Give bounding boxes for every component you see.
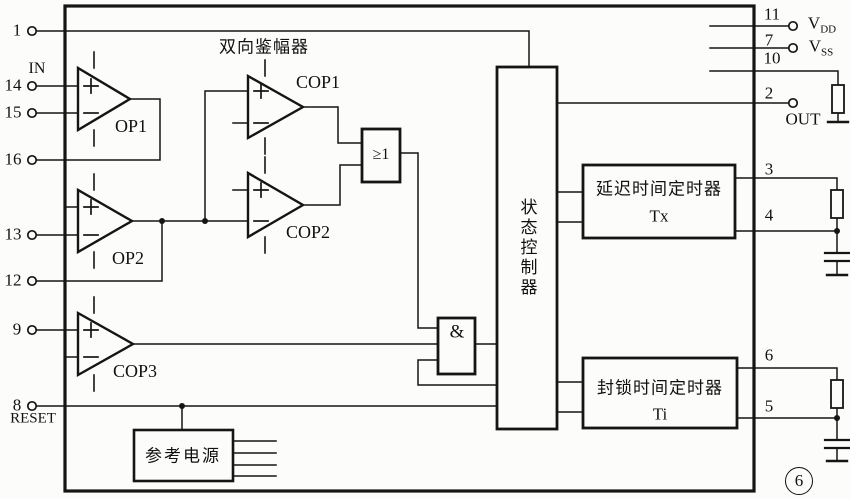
wire-pin12-op2-feedback xyxy=(35,220,163,282)
pin-number-6: 6 xyxy=(764,345,774,365)
pin-number-9: 9 xyxy=(12,319,22,339)
resistor-pin10-icon xyxy=(831,84,845,114)
pin12-terminal-icon xyxy=(26,275,38,287)
delay-timer-symbol: Tx xyxy=(649,206,669,226)
figure-number-badge: 6 xyxy=(785,467,813,495)
pin14-terminal-icon xyxy=(26,80,38,92)
wire-op2-to-cop1 xyxy=(204,90,249,222)
cop1-label: COP1 xyxy=(295,72,341,92)
vdd-label: VDD xyxy=(808,14,836,35)
function-blocks xyxy=(132,65,739,483)
vdd-base: V xyxy=(807,13,821,33)
cop1-bias-stubs xyxy=(232,59,266,155)
and-gate-box xyxy=(436,316,477,376)
pin9-terminal-icon xyxy=(26,324,38,336)
vss-sub: SS xyxy=(821,46,834,59)
pin-terminals xyxy=(26,20,799,412)
op1-label: OP1 xyxy=(114,116,148,136)
capacitor-tx-icon xyxy=(823,251,850,263)
pin2-terminal-icon xyxy=(787,97,799,109)
pin-number-15: 15 xyxy=(4,102,22,122)
wire-state-feedback-to-and xyxy=(417,359,498,386)
cop1-triangle-icon xyxy=(246,73,306,141)
reference-supply-box xyxy=(132,428,235,483)
left-pin-wires xyxy=(35,30,530,431)
lockout-timer-symbol: Ti xyxy=(652,404,668,424)
pin-number-8: 8 xyxy=(12,395,22,415)
pin7-terminal-icon xyxy=(787,42,799,54)
or-gate-box xyxy=(360,127,402,184)
section-label-amplitude-discriminator: 双向鉴幅器 xyxy=(219,37,309,57)
wire-pin10 xyxy=(709,70,839,86)
out-label: OUT xyxy=(785,109,821,129)
reference-supply-label: 参考电源 xyxy=(145,446,221,466)
wire-pin3 xyxy=(734,177,838,191)
in-label: IN xyxy=(28,60,46,77)
vss-base: V xyxy=(808,36,822,56)
lockout-timer-box xyxy=(581,356,739,430)
pin-number-3: 3 xyxy=(764,159,774,179)
bias-stubs xyxy=(93,51,266,392)
reference-output-stubs xyxy=(232,440,277,477)
lockout-timer-title: 封锁时间定时器 xyxy=(597,378,723,398)
ic-outline xyxy=(63,4,756,493)
junction-dots xyxy=(159,218,840,421)
state-controller-box xyxy=(495,65,559,431)
op2-plus-icon xyxy=(83,199,99,215)
op2-triangle-icon xyxy=(76,187,135,255)
op2-label: OP2 xyxy=(111,248,145,268)
delay-timer-title: 延迟时间定时器 xyxy=(596,179,722,199)
capacitor-ti-icon xyxy=(823,438,850,450)
wire-cop2-to-or xyxy=(302,164,363,206)
delay-timer-box xyxy=(581,163,737,240)
right-pin-wires xyxy=(556,25,850,463)
pin-number-12: 12 xyxy=(4,270,22,290)
cop2-bias-stubs xyxy=(232,156,266,254)
internal-wires xyxy=(131,90,498,386)
pin-number-5: 5 xyxy=(764,396,774,416)
pin-number-2: 2 xyxy=(764,83,774,103)
pin-number-14: 14 xyxy=(4,75,22,95)
pin15-terminal-icon xyxy=(26,107,38,119)
pin-number-13: 13 xyxy=(4,224,22,244)
pin-number-4: 4 xyxy=(764,205,774,225)
vss-label: VSS xyxy=(809,37,834,58)
or-gate-label: ≥1 xyxy=(372,146,390,163)
cop3-label: COP3 xyxy=(112,361,158,381)
wire-or-to-and xyxy=(399,152,439,329)
wire-pin6 xyxy=(736,367,838,381)
pin-number-11: 11 xyxy=(763,4,781,24)
cop2-plus-icon xyxy=(253,182,269,198)
cop2-label: COP2 xyxy=(285,222,331,242)
input-polarity-marks xyxy=(83,78,269,358)
wire-cop1-to-or xyxy=(302,106,363,144)
resistor-tx-icon xyxy=(830,189,844,219)
and-gate-label: & xyxy=(449,321,465,343)
vdd-sub: DD xyxy=(820,23,837,36)
cop3-plus-icon xyxy=(83,322,99,338)
resistors xyxy=(830,84,845,409)
pin1-terminal-icon xyxy=(26,25,38,37)
pin-number-7: 7 xyxy=(764,30,774,50)
wire-pin16-op1-feedback xyxy=(35,98,161,161)
pin11-terminal-icon xyxy=(787,20,799,32)
op1-plus-icon xyxy=(83,78,99,94)
cop1-plus-icon xyxy=(253,83,269,99)
state-controller-label: 状态控制器 xyxy=(517,198,537,298)
pin8-terminal-icon xyxy=(26,400,38,412)
resistor-ti-icon xyxy=(830,379,844,409)
pin-number-16: 16 xyxy=(4,149,22,169)
wire-pin1-to-state-controller xyxy=(35,30,530,68)
pin-number-1: 1 xyxy=(12,20,22,40)
pin16-terminal-icon xyxy=(26,154,38,166)
pin13-terminal-icon xyxy=(26,229,38,241)
pin-number-10: 10 xyxy=(763,48,781,68)
reset-label: RESET xyxy=(10,410,56,427)
